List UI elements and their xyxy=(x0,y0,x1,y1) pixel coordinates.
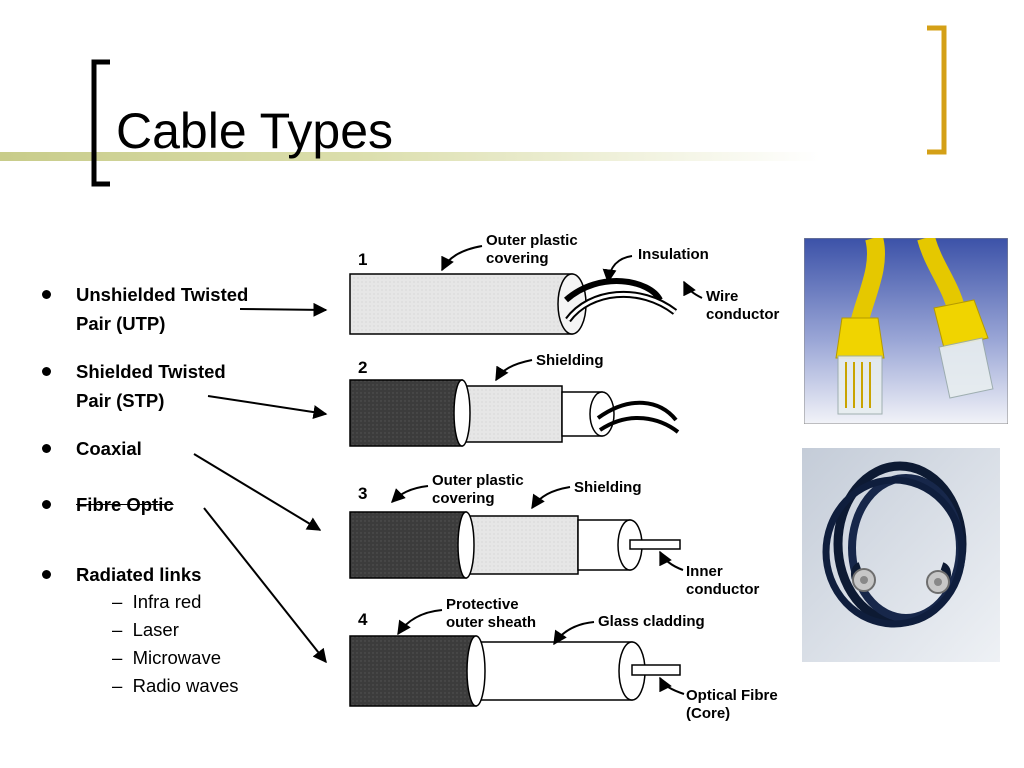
bullet-utp-line1: Unshielded Twisted xyxy=(76,284,249,305)
subitem-laser: – Laser xyxy=(112,619,179,640)
cable-number-4: 4 xyxy=(358,610,368,629)
cable-coaxial xyxy=(349,511,681,579)
bullet-dot xyxy=(42,444,51,453)
bullet-radiated-text: Radiated links xyxy=(76,564,202,585)
bullet-stp-line2: Pair (STP) xyxy=(76,390,165,411)
cable-number-1: 1 xyxy=(358,250,368,269)
bullet-dot xyxy=(42,500,51,509)
bullet-utp-line2: Pair (UTP) xyxy=(76,313,166,334)
right-bracket xyxy=(927,25,947,155)
cable-stp xyxy=(349,379,680,447)
arrow-coaxial xyxy=(193,453,322,531)
label-shielding-stp: Shielding xyxy=(536,352,604,369)
slide-title: Cable Types xyxy=(116,103,394,159)
coiled-coaxial-cable-photo xyxy=(802,448,1000,662)
subitem-microwave: – Microwave xyxy=(112,647,221,668)
cable-number-3: 3 xyxy=(358,484,368,503)
label-insulation: Insulation xyxy=(638,246,709,263)
subitem-radio-waves: – Radio waves xyxy=(112,675,239,696)
label-optical-fibre-core: Optical Fibre(Core) xyxy=(686,687,778,722)
bullet-dot xyxy=(42,367,51,376)
subitem-infra-red: – Infra red xyxy=(112,591,202,612)
cable-number-2: 2 xyxy=(358,358,368,377)
bullet-dot xyxy=(42,570,51,579)
left-bracket xyxy=(91,59,110,187)
bullet-stp-line1: Shielded Twisted xyxy=(76,361,226,382)
arrow-utp xyxy=(239,302,328,317)
arrow-fibre xyxy=(203,507,327,664)
bullet-dot xyxy=(42,290,51,299)
bullet-coaxial-text: Coaxial xyxy=(76,438,142,459)
cable-utp xyxy=(349,273,678,335)
yellow-ethernet-cable-photo xyxy=(804,238,1008,424)
title-rule xyxy=(0,152,820,161)
label-glass-cladding: Glass cladding xyxy=(598,613,705,630)
arrow-stp xyxy=(207,395,328,420)
bullet-fibre-text: Fibre Optic xyxy=(76,494,174,515)
label-shielding-coax: Shielding xyxy=(574,479,642,496)
cable-fibre xyxy=(349,635,681,707)
header-decoration xyxy=(0,25,947,187)
